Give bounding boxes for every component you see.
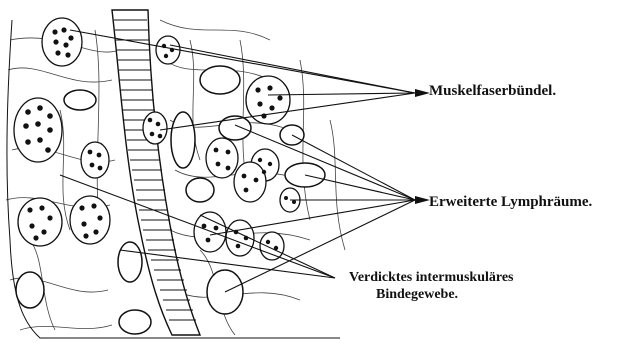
leader-arrowheads (415, 89, 430, 204)
label-dilated-lymph-spaces: Erweiterte Lymphräume. (429, 193, 592, 211)
label-connective-tissue-line2: Bindegewebe. (376, 286, 458, 304)
label-muscle-fiber-bundles: Muskelfaserbündel. (429, 82, 556, 100)
striated-strand (112, 10, 200, 335)
label-connective-tissue-line1: Verdicktes intermuskuläres (349, 269, 514, 287)
